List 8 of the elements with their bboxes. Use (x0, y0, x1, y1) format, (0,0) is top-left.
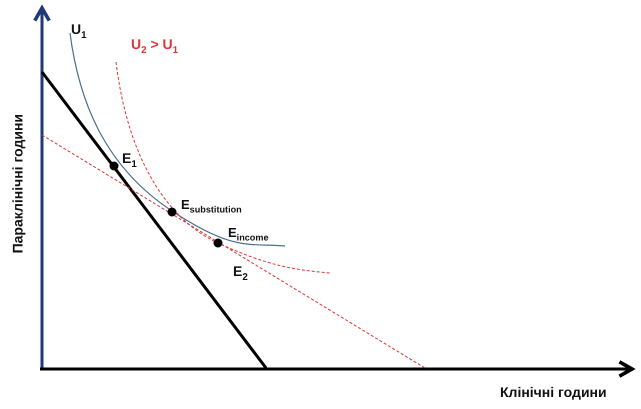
point-label: E$_{2}$ (233, 264, 248, 284)
curve-label: U$_{2}$ > U$_{1}$ (131, 37, 178, 57)
point-label: E$_{1}$ (122, 151, 137, 171)
point-label: E$_{substitution}$ (181, 198, 242, 215)
point-label: E$_{income}$ (228, 226, 269, 243)
axis-title: Клінічні години (500, 385, 607, 400)
curve-label: U$_{1}$ (71, 22, 87, 42)
axis-title: Параклінічні години (10, 114, 26, 254)
